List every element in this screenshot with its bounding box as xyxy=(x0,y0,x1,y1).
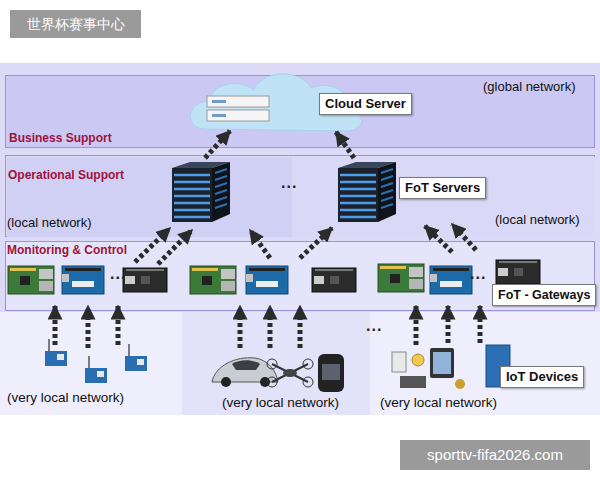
box-label: FoT Servers xyxy=(405,179,480,197)
network-band: Monitoring & ControlFoT - Gateways xyxy=(5,241,595,311)
network-region: (very local network) xyxy=(0,312,182,415)
watermark: 世界杯赛事中心 xyxy=(10,10,141,38)
ellipsis: ... xyxy=(281,175,297,191)
network-label: Business Support xyxy=(9,131,112,145)
label-box: IoT Devices xyxy=(500,366,584,388)
network-label: (local network) xyxy=(495,212,580,228)
watermark: sporttv-fifa2026.com xyxy=(400,440,590,470)
ellipsis: ... xyxy=(110,266,126,282)
box-label: Cloud Server xyxy=(325,95,406,113)
network-label: (very local network) xyxy=(380,395,497,411)
label-box: FoT - Gateways xyxy=(492,284,596,306)
network-region: (very local network) IoT Devices xyxy=(370,312,600,415)
network-label: (local network) xyxy=(7,215,92,231)
diagram-backdrop xyxy=(0,63,600,415)
network-label: (global network) xyxy=(483,79,576,95)
ellipsis: ... xyxy=(470,266,486,282)
box-label: FoT - Gateways xyxy=(498,286,590,304)
network-label: (very local network) xyxy=(222,395,339,411)
network-label: (very local network) xyxy=(7,390,124,406)
network-label: Operational Support xyxy=(8,168,124,182)
network-band: (global network) Business Support Cloud Se… xyxy=(5,75,595,148)
box-label: IoT Devices xyxy=(506,368,578,386)
network-band: Operational Support(local network)(local… xyxy=(5,155,595,237)
network-region: (local network) FoT Servers xyxy=(292,157,595,237)
label-box: FoT Servers xyxy=(399,177,486,199)
label-box: Cloud Server xyxy=(319,93,412,115)
network-label: Monitoring & Control xyxy=(7,243,127,257)
network-region: (very local network) xyxy=(182,312,370,415)
ellipsis: ... xyxy=(366,318,382,334)
